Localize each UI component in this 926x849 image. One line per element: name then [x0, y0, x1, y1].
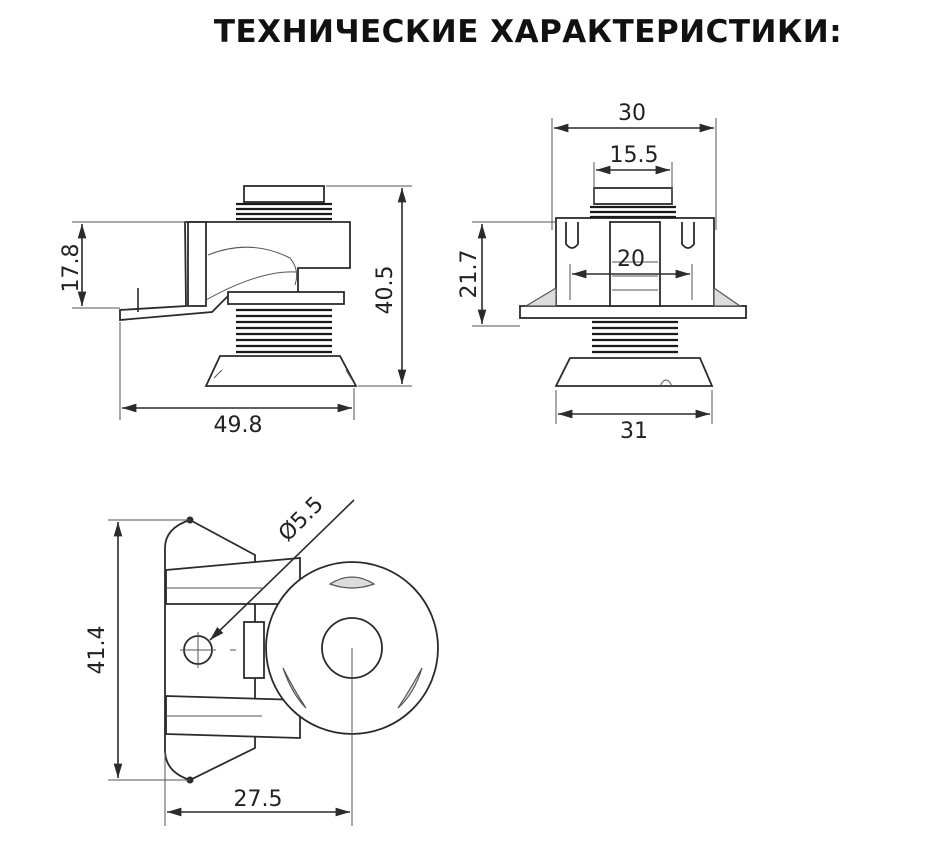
dim-bottom-41-4: 41.4: [85, 626, 110, 675]
dim-front-20: 20: [617, 247, 645, 272]
front-top-thread: [590, 205, 676, 219]
side-view: 17.8 40.5 49.8: [59, 185, 412, 438]
front-view: 30 15.5 20 21.7 31: [457, 101, 747, 444]
front-bottom-thread: [592, 320, 678, 354]
dim-front-30: 30: [618, 101, 646, 126]
dim-side-40-5: 40.5: [373, 266, 398, 315]
dim-front-31: 31: [620, 419, 648, 444]
dim-side-17-8: 17.8: [59, 244, 84, 293]
dim-bottom-diameter: Ø5.5: [274, 492, 329, 547]
dim-bottom-27-5: 27.5: [234, 787, 283, 812]
side-top-thread: [236, 202, 332, 221]
dim-front-21-7: 21.7: [457, 250, 482, 299]
side-bottom-thread: [236, 308, 332, 354]
dim-side-49-8: 49.8: [214, 413, 263, 438]
bottom-view: Ø5.5 41.4 27.5: [85, 492, 439, 826]
page-title: ТЕХНИЧЕСКИЕ ХАРАКТЕРИСТИКИ:: [213, 14, 843, 50]
dim-front-15-5: 15.5: [610, 143, 659, 168]
